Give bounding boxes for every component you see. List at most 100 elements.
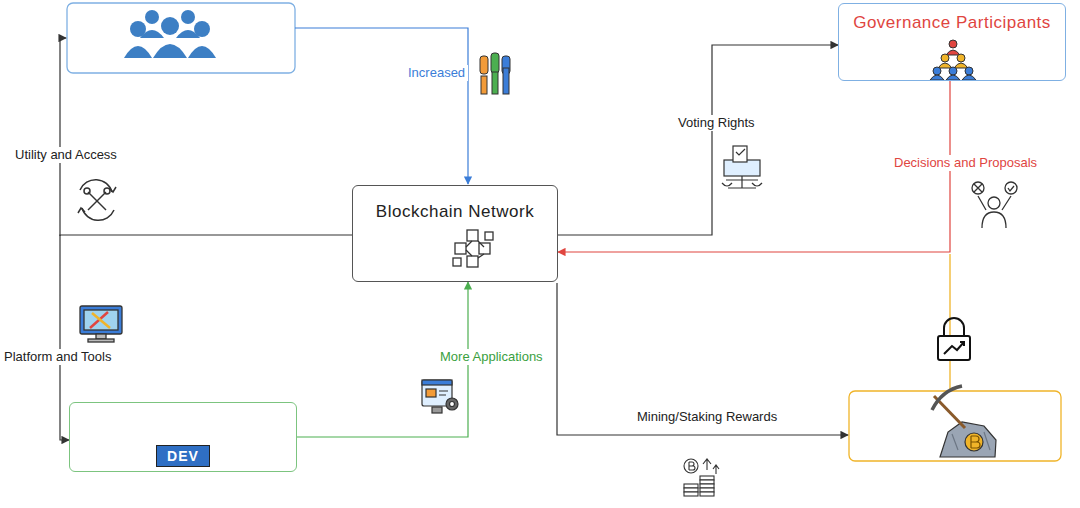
applications-icon-part — [422, 380, 452, 385]
mining-icon-part — [932, 386, 962, 410]
voting-icon — [722, 146, 762, 188]
blockchain-icon — [453, 230, 493, 267]
coins-icon-part — [700, 476, 714, 480]
hands-icon — [480, 53, 510, 94]
decision-icon-part — [972, 182, 984, 194]
edge-label: Decisions and Proposals — [891, 155, 1040, 171]
governance-icon-part — [946, 50, 960, 55]
mining-icon-part — [940, 422, 996, 457]
hands-icon-part — [492, 72, 498, 94]
decision-icon-part — [974, 184, 982, 192]
decision-icon-part — [978, 196, 1011, 210]
platform-icon — [80, 306, 122, 342]
flow-label: Mining/Staking Rewards — [634, 409, 780, 425]
flow-label: Utility and Access — [12, 147, 120, 163]
governance-icon-part — [949, 40, 957, 48]
applications-icon-part — [450, 402, 455, 407]
edge-label: Voting Rights — [675, 115, 758, 131]
coins-icon-part — [689, 462, 695, 470]
governance-icon-part — [930, 75, 976, 80]
coins-icon-part — [700, 492, 714, 496]
people-icon-part — [145, 10, 159, 24]
platform-icon-part — [88, 339, 114, 342]
lock-icon-part — [944, 342, 964, 354]
utility-icon-part — [78, 208, 85, 213]
people-icon — [124, 10, 216, 58]
hands-icon-part — [480, 56, 488, 74]
utility-icon-part — [104, 188, 110, 194]
people-icon-part — [188, 46, 216, 58]
platform-icon-part — [96, 334, 106, 339]
voting-connector — [558, 45, 838, 235]
applications-icon-part — [439, 391, 448, 395]
applications-icon — [422, 380, 458, 413]
decision-icon-part — [982, 212, 1006, 228]
governance-icon — [930, 40, 976, 80]
flow-label: Increased — [405, 65, 468, 81]
node-label: Governance Participants — [853, 13, 1051, 33]
people-icon-part — [130, 21, 146, 37]
edge-label: Platform and Tools — [1, 349, 114, 365]
increased-wire — [295, 28, 468, 184]
edge-label: More Applications — [437, 349, 546, 365]
blockchain-icon-part — [467, 256, 478, 267]
lock-icon-part — [938, 336, 970, 360]
platform-icon-part — [92, 313, 110, 328]
people-icon-part — [161, 17, 179, 35]
people-icon-part — [153, 44, 187, 58]
decision-icon-part — [1008, 186, 1014, 191]
coins-icon-part — [700, 484, 714, 488]
people-icon-part — [181, 10, 195, 24]
hands-icon-part — [491, 53, 499, 73]
governance-icon-part — [941, 54, 949, 62]
miner-box — [849, 391, 1061, 461]
blockchain-icon-part — [453, 258, 461, 266]
decision-icon — [972, 182, 1017, 228]
stake-wire — [949, 254, 950, 391]
people-icon-part — [124, 46, 152, 58]
node-label: Blockchain Network — [376, 202, 534, 222]
utility-icon-part — [84, 188, 90, 194]
governance-icon-part — [949, 67, 957, 75]
applications-icon-part — [446, 398, 458, 410]
applications-icon-part — [432, 407, 442, 413]
blockchain-icon-part — [467, 230, 478, 241]
community-box — [67, 3, 295, 73]
platform-connector — [60, 235, 352, 440]
lock-icon-part — [960, 342, 964, 346]
hands-icon-part — [503, 68, 509, 94]
applications-icon-part — [426, 389, 436, 397]
node-label: DEV — [156, 445, 210, 467]
mining-icon — [932, 386, 996, 457]
rewards-wire — [557, 283, 848, 435]
hands-icon-part — [481, 76, 487, 94]
mining-icon-part — [965, 433, 983, 451]
blockchain-box: Blockchain Network — [352, 185, 558, 282]
voting-icon-part — [722, 183, 762, 186]
platform-icon-part — [84, 310, 118, 330]
governance-box: Governance Participants — [838, 3, 1066, 81]
voting-icon-part — [736, 149, 745, 155]
governance-icon-part — [933, 67, 941, 75]
lock-icon — [938, 318, 970, 360]
decision-icon-part — [988, 197, 1000, 209]
voting-icon-part — [733, 146, 747, 162]
coins-icon-part — [684, 492, 698, 496]
coins-icon-part — [684, 459, 698, 473]
coins-icon-part — [700, 488, 714, 492]
dev-box: DEV — [69, 402, 297, 472]
blockchain-icon-part — [455, 243, 466, 254]
coins-icon-part — [703, 459, 719, 474]
coins-icon-part — [684, 484, 698, 488]
blockchain-icon-part — [485, 232, 493, 240]
mining-icon-part — [971, 436, 980, 448]
platform-icon-part — [80, 306, 122, 334]
utility-icon-part — [88, 192, 106, 210]
coins-icon-part — [684, 488, 698, 492]
mining-icon-part — [952, 432, 990, 450]
blockchain-icon-part — [479, 243, 490, 254]
blockchain-icon-part — [466, 241, 484, 258]
decision-icon-part — [1005, 182, 1017, 194]
